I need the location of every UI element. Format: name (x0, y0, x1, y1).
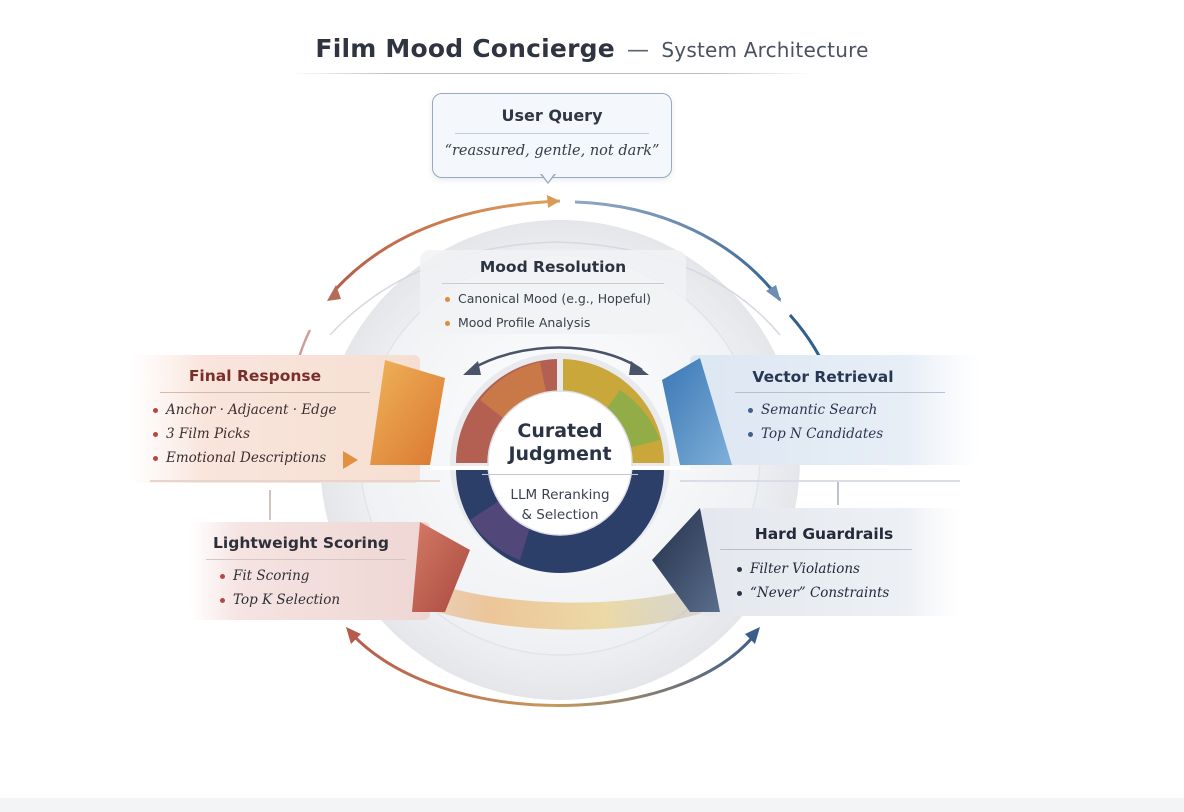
mood-resolution-list: Canonical Mood (e.g., Hopeful) Mood Prof… (445, 287, 651, 335)
list-item: Semantic Search (748, 398, 883, 422)
list-item: Fit Scoring (220, 564, 340, 588)
lightweight-scoring-list: Fit Scoring Top K Selection (220, 564, 340, 612)
user-query-divider (455, 133, 649, 134)
list-item: 3 Film Picks (153, 422, 336, 446)
core-divider (482, 474, 638, 475)
final-response-card (130, 355, 420, 483)
bullet-dot (748, 432, 753, 437)
vector-retrieval-card (690, 355, 980, 465)
cycle-arrowhead-bottom-left (346, 627, 361, 644)
mood-resolution-divider (442, 283, 664, 284)
hard-guardrails-list: Filter Violations “Never” Constraints (737, 557, 889, 605)
list-item: Filter Violations (737, 557, 889, 581)
bullet-text: Canonical Mood (e.g., Hopeful) (458, 291, 652, 306)
bullet-text: Mood Profile Analysis (458, 315, 591, 330)
list-item: Canonical Mood (e.g., Hopeful) (445, 287, 651, 311)
core-heading: Curated Judgment (490, 420, 630, 466)
inner-arc-top (329, 241, 781, 336)
vector-retrieval-tab (662, 358, 732, 465)
final-response-list: Anchor · Adjacent · Edge 3 Film Picks Em… (153, 398, 336, 470)
lightweight-scoring-tab (412, 522, 470, 612)
core-center (487, 390, 633, 536)
title-separator: — (627, 38, 650, 63)
core-sub-line1: LLM Reranking (510, 487, 610, 503)
bullet-text: Top K Selection (233, 592, 341, 608)
lightweight-scoring-heading: Lightweight Scoring (213, 534, 389, 552)
bullet-text: “Never” Constraints (750, 585, 890, 601)
bullet-dot (445, 297, 450, 302)
list-item: Top N Candidates (748, 422, 883, 446)
final-response-divider (160, 392, 370, 393)
user-query-text: “reassured, gentle, not dark” (444, 143, 660, 159)
bullet-dot (737, 567, 742, 572)
lightweight-scoring-card (190, 522, 430, 620)
user-query-heading: User Query (501, 106, 603, 125)
cycle-arc-top-left (333, 199, 561, 292)
core-heading-line1: Curated (517, 420, 603, 442)
cycle-arrowhead-top-left (547, 195, 560, 208)
final-response-heading: Final Response (188, 367, 322, 385)
list-item: Mood Profile Analysis (445, 311, 651, 335)
cycle-arrowhead-left-up (327, 285, 341, 301)
bidirectional-arrow-left-head (463, 361, 481, 375)
speech-tail-fill (542, 174, 554, 182)
title-underline (290, 73, 810, 74)
bullet-dot (153, 408, 158, 413)
bullet-text: Emotional Descriptions (166, 450, 327, 466)
bullet-dot (445, 321, 450, 326)
bullet-dot (153, 432, 158, 437)
bullet-dot (220, 598, 225, 603)
bidirectional-arrow-right-head (629, 361, 649, 375)
bullet-text: Semantic Search (761, 402, 878, 418)
cycle-arc-top-right (574, 200, 782, 301)
bullet-dot (748, 408, 753, 413)
hard-guardrails-heading: Hard Guardrails (754, 525, 894, 543)
title-subtitle: System Architecture (661, 38, 869, 62)
bullet-text: Top N Candidates (761, 426, 884, 442)
bullet-text: Anchor · Adjacent · Edge (166, 402, 337, 418)
bullet-dot (153, 456, 158, 461)
final-response-tab (370, 360, 445, 465)
list-item: Anchor · Adjacent · Edge (153, 398, 336, 422)
core-sub-line2: & Selection (521, 507, 599, 523)
hard-guardrails-tab (652, 508, 720, 612)
cycle-arrowhead-bottom-right (745, 627, 760, 644)
mood-resolution-heading: Mood Resolution (479, 258, 627, 276)
core-heading-line2: Judgment (508, 443, 612, 465)
bullet-text: 3 Film Picks (166, 426, 251, 442)
page-title: Film Mood Concierge — System Architectur… (0, 34, 1184, 63)
bullet-text: Fit Scoring (233, 568, 310, 584)
user-query-bubble: User Query “reassured, gentle, not dark” (432, 93, 672, 178)
cycle-arrowhead-top-right (766, 285, 781, 302)
bidirectional-arrow-icon (469, 346, 643, 372)
bottom-band (0, 798, 1184, 812)
cycle-arc-bottom (348, 630, 759, 707)
list-item: Emotional Descriptions (153, 446, 336, 470)
list-item: “Never” Constraints (737, 581, 889, 605)
ring-segment-orange (480, 362, 548, 425)
title-main: Film Mood Concierge (315, 34, 615, 63)
core-subheading: LLM Reranking & Selection (490, 485, 630, 525)
play-arrow-icon (343, 451, 358, 469)
list-item: Top K Selection (220, 588, 340, 612)
hard-guardrails-divider (720, 549, 912, 550)
vector-retrieval-list: Semantic Search Top N Candidates (748, 398, 883, 446)
bullet-dot (220, 574, 225, 579)
vector-retrieval-heading: Vector Retrieval (752, 368, 894, 386)
bullet-text: Filter Violations (750, 561, 860, 577)
hard-guardrails-card (700, 508, 960, 616)
lightweight-scoring-divider (206, 559, 406, 560)
bullet-dot (737, 591, 742, 596)
mood-card (420, 250, 686, 334)
vector-retrieval-divider (735, 392, 945, 393)
